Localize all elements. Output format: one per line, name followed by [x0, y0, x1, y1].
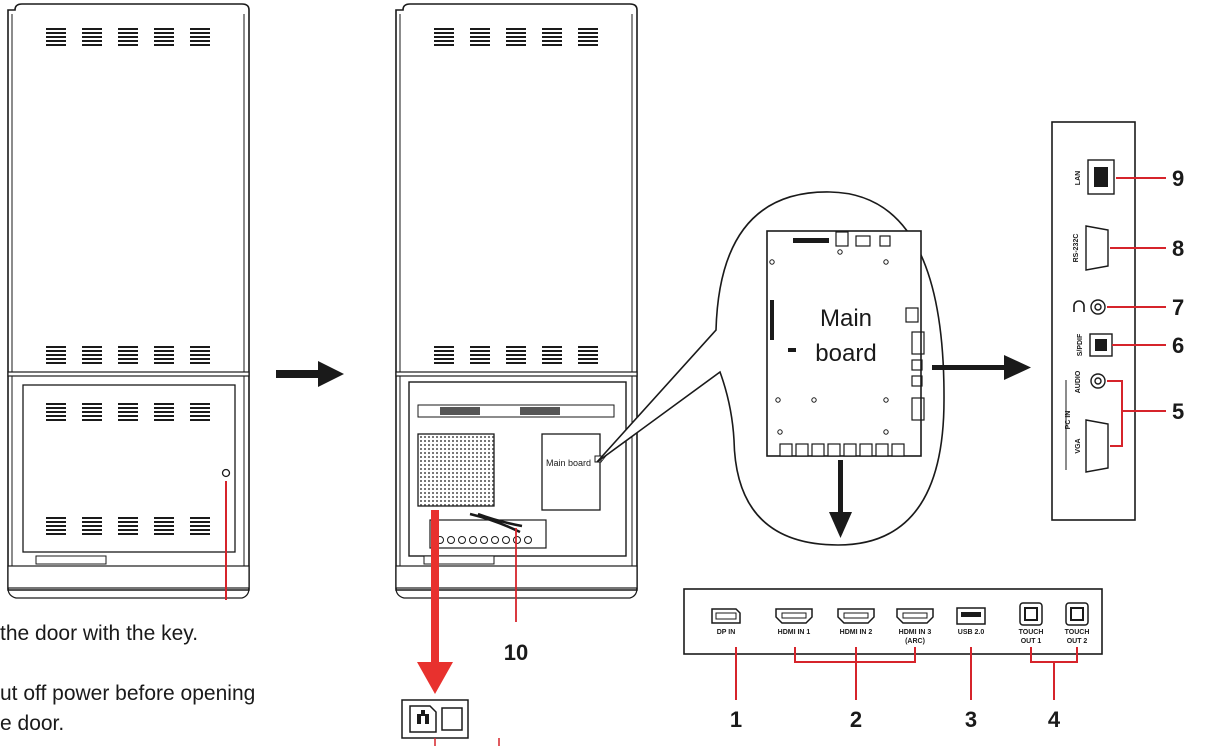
mount-hole [837, 249, 843, 255]
board-connector [843, 443, 857, 457]
mount-hole [883, 397, 889, 403]
instruction-line-3: e door. [0, 712, 65, 735]
board-mount-holes [769, 249, 889, 435]
callout-10: 10 [504, 640, 528, 665]
terminal-screw [447, 536, 455, 544]
callout-5: 5 [1172, 399, 1184, 424]
mount-hole [811, 397, 817, 403]
board-connector [859, 443, 873, 457]
vga-port [1085, 419, 1109, 473]
bottom-port-labels: DP IN HDMI IN 1 HDMI IN 2 HDMI IN 3 (ARC… [717, 629, 1090, 645]
instruction-line-2: ut off power before opening [0, 682, 256, 705]
arrow-down-icon [417, 510, 453, 694]
board-port-row [779, 443, 905, 457]
rs232-port [1085, 225, 1109, 271]
callout-6: 6 [1172, 333, 1184, 358]
side-callout-lines [1107, 177, 1166, 447]
lan-label: LAN [1075, 171, 1082, 185]
board-connector [875, 443, 889, 457]
main-board-label-line1: Main [820, 305, 872, 332]
mount-hole [883, 259, 889, 265]
arrow-right-icon [276, 361, 344, 387]
touch2-label-a: TOUCH [1065, 629, 1090, 636]
arrow-right-icon [932, 355, 1031, 380]
callout-7: 7 [1172, 295, 1184, 320]
mount-hole [775, 397, 781, 403]
callout-3: 3 [965, 707, 977, 732]
terminal-block-connectors [436, 536, 532, 544]
hdmi3-arc-label: (ARC) [905, 638, 925, 645]
callout-2: 2 [850, 707, 862, 732]
audio-label: AUDIO [1075, 370, 1082, 393]
headphone-icon [1073, 300, 1085, 312]
bottom-callout-lines [735, 647, 1078, 700]
touch1-label-b: OUT 1 [1021, 638, 1042, 645]
terminal-screw [458, 536, 466, 544]
hdmi1-label: HDMI IN 1 [778, 629, 811, 636]
terminal-screw [524, 536, 532, 544]
kiosk-open [395, 3, 638, 599]
hdmi3-label: HDMI IN 3 [899, 629, 932, 636]
kiosk-closed [7, 3, 250, 599]
terminal-screw [502, 536, 510, 544]
rs232-label: RS-232C [1073, 234, 1080, 263]
bottom-callout-numbers: 1 2 3 4 [730, 707, 1061, 732]
callout-1: 1 [730, 707, 742, 732]
spdif-label: S/PDIF [1077, 333, 1084, 356]
main-board-label-line2: board [815, 340, 876, 367]
vga-label: VGA [1075, 438, 1082, 453]
terminal-screw [491, 536, 499, 544]
main-board-detail [766, 230, 925, 457]
board-connector [891, 443, 905, 457]
callout-4: 4 [1048, 707, 1061, 732]
mount-hole [883, 429, 889, 435]
arrow-down-icon [829, 460, 852, 538]
mount-hole [777, 429, 783, 435]
side-port-labels: LAN RS-232C S/PDIF AUDIO PC IN VGA [1065, 171, 1084, 454]
instruction-line-1: the door with the key. [0, 622, 199, 645]
dp-in-label: DP IN [717, 629, 736, 636]
side-ports [1085, 159, 1115, 473]
terminal-screw [513, 536, 521, 544]
touch2-label-b: OUT 2 [1067, 638, 1088, 645]
board-connector [827, 443, 841, 457]
board-connector [795, 443, 809, 457]
main-board-small-label: Main board [546, 458, 591, 468]
side-callout-numbers: 9 8 7 6 5 [1172, 166, 1184, 424]
touch1-label-a: TOUCH [1019, 629, 1044, 636]
terminal-screw [469, 536, 477, 544]
callout-8: 8 [1172, 236, 1184, 261]
terminal-screw [480, 536, 488, 544]
usb-label: USB 2.0 [958, 629, 985, 636]
pc-in-label: PC IN [1065, 411, 1072, 430]
bottom-ports [711, 602, 1089, 626]
callout-9: 9 [1172, 166, 1184, 191]
board-connector [779, 443, 793, 457]
keyhole-icon [221, 468, 231, 478]
mount-hole [769, 259, 775, 265]
board-connector [811, 443, 825, 457]
power-plug-icon [401, 699, 469, 739]
hdmi2-label: HDMI IN 2 [840, 629, 873, 636]
